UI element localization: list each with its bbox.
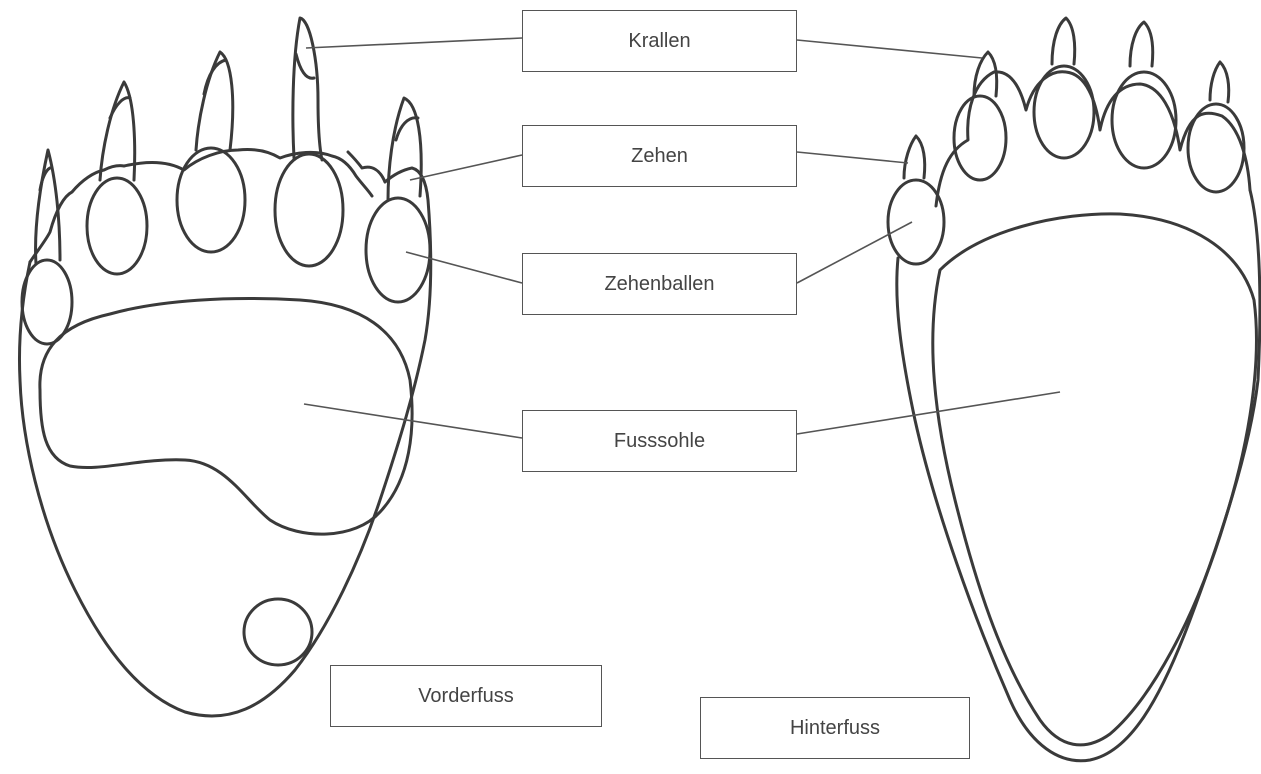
label-toe-pads-text: Zehenballen bbox=[604, 273, 714, 296]
leader-toes-left bbox=[410, 155, 522, 180]
label-claws-text: Krallen bbox=[628, 30, 690, 53]
caption-hind-foot: Hinterfuss bbox=[700, 697, 970, 759]
leader-toes-right bbox=[797, 152, 908, 163]
label-sole: Fusssohle bbox=[522, 410, 797, 472]
hind-foot-inner-outline bbox=[933, 214, 1257, 745]
label-toes: Zehen bbox=[522, 125, 797, 187]
front-claw-4-tip bbox=[296, 54, 314, 78]
hind-claw-1 bbox=[904, 136, 925, 178]
leader-sole-right bbox=[797, 392, 1060, 434]
hind-toe-pad-5 bbox=[1188, 104, 1244, 192]
front-carpal-pad bbox=[244, 599, 312, 665]
front-toes-outline bbox=[30, 149, 372, 262]
label-claws: Krallen bbox=[522, 10, 797, 72]
leader-toe-pads-right bbox=[797, 222, 912, 283]
label-sole-text: Fusssohle bbox=[614, 430, 705, 453]
hind-toe-pad-1 bbox=[888, 180, 944, 264]
front-toe-pad-2 bbox=[87, 178, 147, 274]
hind-foot-drawing bbox=[888, 18, 1260, 761]
hind-toe-pad-2 bbox=[954, 96, 1006, 180]
caption-front-foot-text: Vorderfuss bbox=[418, 685, 514, 708]
leader-claws-left bbox=[306, 38, 522, 48]
label-toe-pads: Zehenballen bbox=[522, 253, 797, 315]
front-claw-5-tip bbox=[396, 118, 418, 140]
front-claw-1-tip bbox=[40, 168, 50, 190]
hind-claw-5 bbox=[1210, 62, 1229, 102]
front-toe-pad-4 bbox=[275, 154, 343, 266]
front-foot-outline bbox=[19, 152, 430, 716]
label-toes-text: Zehen bbox=[631, 145, 688, 168]
front-toe-pad-3 bbox=[177, 148, 245, 252]
caption-hind-foot-text: Hinterfuss bbox=[790, 717, 880, 740]
hind-foot-outer-outline bbox=[897, 190, 1260, 761]
front-palm-pad bbox=[40, 299, 412, 535]
front-claw-4 bbox=[293, 18, 322, 160]
caption-front-foot: Vorderfuss bbox=[330, 665, 602, 727]
front-foot-drawing bbox=[19, 18, 430, 716]
leader-claws-right bbox=[797, 40, 982, 58]
hind-toe-pad-4 bbox=[1112, 72, 1176, 168]
hind-claw-3 bbox=[1052, 18, 1075, 64]
front-toe-pad-5 bbox=[366, 198, 430, 302]
hind-claw-4 bbox=[1130, 22, 1153, 66]
front-claw-5 bbox=[388, 98, 421, 200]
hind-toe-pad-3 bbox=[1034, 66, 1094, 158]
